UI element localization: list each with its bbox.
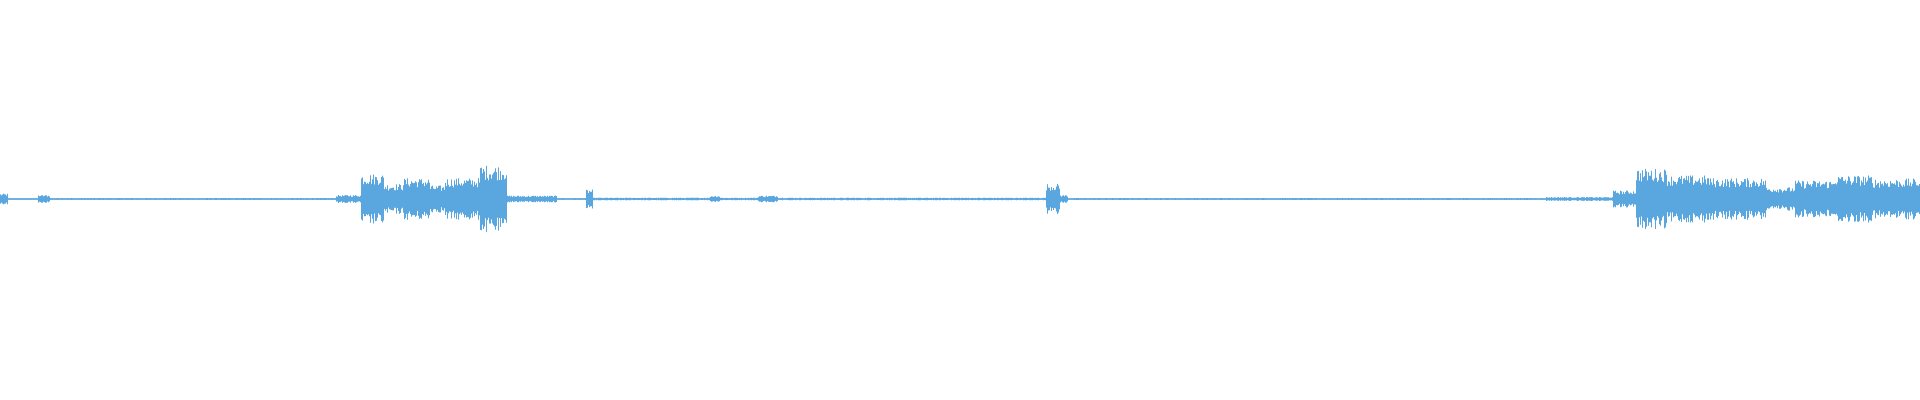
waveform-bars <box>0 165 1920 233</box>
